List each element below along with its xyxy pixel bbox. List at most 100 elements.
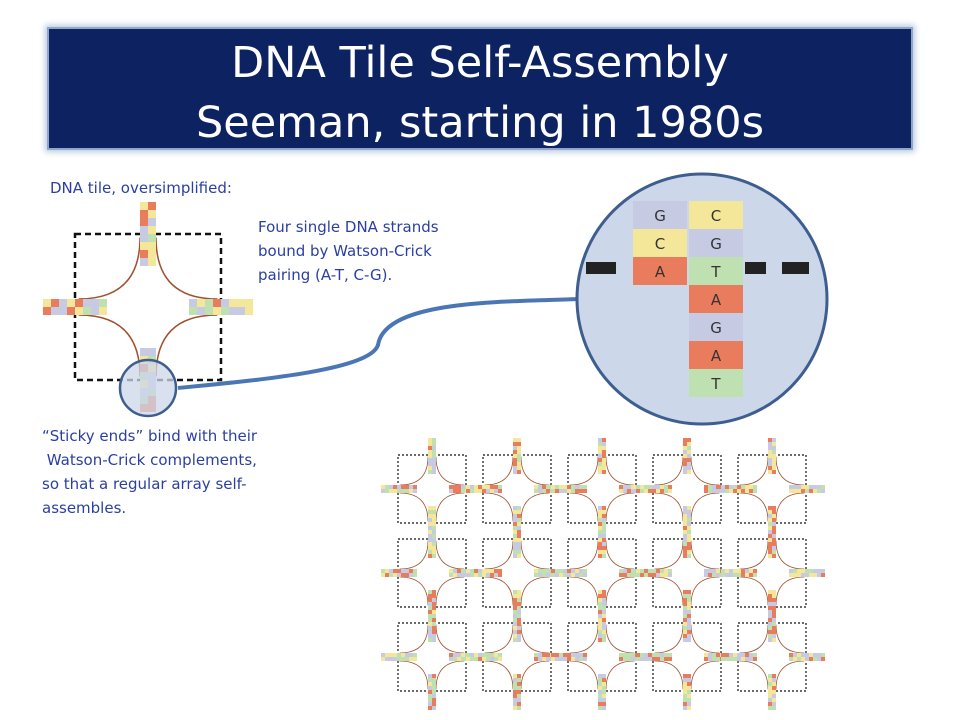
base-cell xyxy=(99,299,107,307)
dna-strand xyxy=(435,624,465,654)
base-cell xyxy=(644,573,648,577)
base-cell xyxy=(683,674,687,678)
base-cell xyxy=(466,485,470,489)
base-cell xyxy=(741,653,745,657)
base-cell xyxy=(517,682,521,686)
base-cell xyxy=(704,569,708,573)
base-cell xyxy=(413,653,417,657)
base-cell xyxy=(745,573,749,577)
base-cell xyxy=(602,606,606,610)
base-cell xyxy=(602,442,606,446)
base-cell xyxy=(555,485,559,489)
base-cell xyxy=(428,470,432,474)
base-cell xyxy=(648,653,652,657)
base-cell xyxy=(712,657,716,661)
base-cell xyxy=(381,569,385,573)
base-cell xyxy=(559,489,563,493)
base-cell xyxy=(474,573,478,577)
base-cell xyxy=(579,657,583,661)
base-cell xyxy=(453,569,457,573)
base-cell xyxy=(712,653,716,657)
base-cell xyxy=(432,446,436,450)
base-cell xyxy=(598,606,602,610)
base-cell xyxy=(490,569,494,573)
sticky-ends-caption: “Sticky ends” bind with their Watson-Cri… xyxy=(42,424,312,520)
base-cell xyxy=(683,682,687,686)
base-cell xyxy=(687,446,691,450)
base-cell xyxy=(517,698,521,702)
base-cell xyxy=(513,522,517,526)
base-cell xyxy=(542,657,546,661)
base-cell xyxy=(542,489,546,493)
base-cell xyxy=(555,573,559,577)
base-cell xyxy=(428,550,432,554)
base-cell xyxy=(393,485,397,489)
base-cell xyxy=(517,702,521,706)
base-cell xyxy=(789,573,793,577)
base-cell xyxy=(517,546,521,550)
base-cell xyxy=(449,573,453,577)
base-cell xyxy=(517,438,521,442)
base-cell xyxy=(598,510,602,514)
base-cell xyxy=(768,546,772,550)
base-cell xyxy=(745,657,749,661)
base-cell xyxy=(409,653,413,657)
dna-strand xyxy=(775,624,805,654)
base-cell xyxy=(821,653,825,657)
base-cell xyxy=(428,442,432,446)
base-cell xyxy=(432,510,436,514)
base-cell xyxy=(664,489,668,493)
base-cell xyxy=(602,438,606,442)
base-cell xyxy=(627,485,631,489)
base-cell xyxy=(813,485,817,489)
base-cell xyxy=(683,614,687,618)
base-cell xyxy=(768,466,772,470)
base-cell xyxy=(513,534,517,538)
base-cell xyxy=(498,657,502,661)
base-cell xyxy=(205,299,213,307)
base-cell xyxy=(494,573,498,577)
base-cell xyxy=(494,485,498,489)
dna-strand xyxy=(739,576,769,606)
base-cell xyxy=(652,485,656,489)
base-cell xyxy=(772,538,776,542)
base-cell xyxy=(428,538,432,542)
base-cell xyxy=(43,307,51,315)
base-cell xyxy=(640,569,644,573)
base-cell xyxy=(428,618,432,622)
base-cell xyxy=(563,657,567,661)
base-cell xyxy=(772,614,776,618)
dna-tile xyxy=(466,606,570,710)
base-cell xyxy=(197,299,205,307)
base-cell xyxy=(801,657,805,661)
base-cell xyxy=(768,534,772,538)
base-cell xyxy=(805,653,809,657)
zoom-connector-group xyxy=(177,297,580,390)
base-cell xyxy=(801,573,805,577)
base-cell xyxy=(432,542,436,546)
base-cell xyxy=(602,542,606,546)
base-cell xyxy=(768,598,772,602)
base-cell xyxy=(683,454,687,458)
base-cell-right xyxy=(689,201,743,229)
base-cell xyxy=(513,634,517,638)
base-cell xyxy=(401,489,405,493)
base-cell xyxy=(602,610,606,614)
base-cell xyxy=(428,526,432,530)
base-cell xyxy=(733,569,737,573)
base-cell xyxy=(704,489,708,493)
base-cell xyxy=(513,702,517,706)
base-cell xyxy=(687,534,691,538)
dna-strand xyxy=(775,456,805,486)
sticky-caption-line: assembles. xyxy=(42,499,127,517)
base-cell xyxy=(817,573,821,577)
base-cell xyxy=(683,546,687,550)
base-cell xyxy=(428,694,432,698)
base-cell xyxy=(627,653,631,657)
base-cell xyxy=(716,573,720,577)
base-cell xyxy=(602,450,606,454)
base-cell xyxy=(821,489,825,493)
base-cell xyxy=(393,657,397,661)
base-cell xyxy=(768,506,772,510)
base-cell xyxy=(721,485,725,489)
